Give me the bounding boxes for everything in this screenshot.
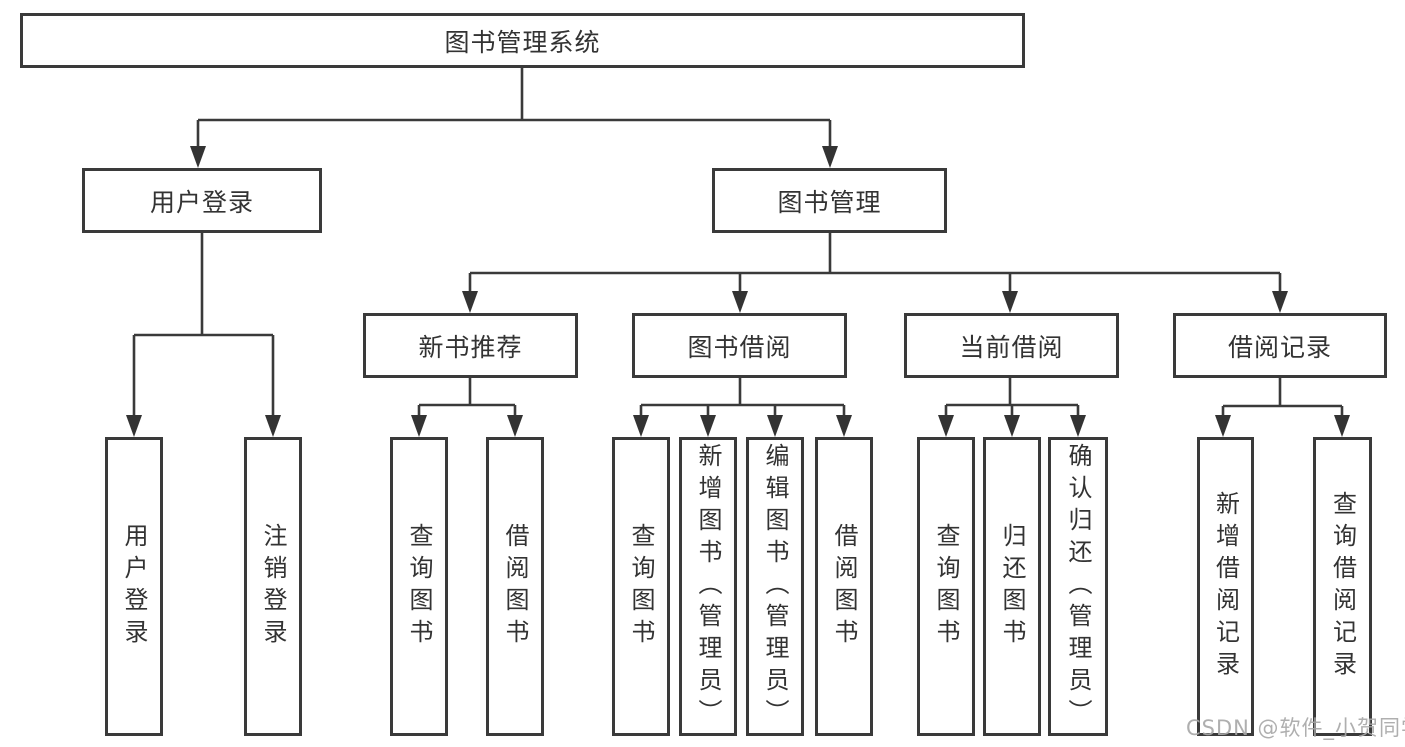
node-label: 借阅图书: [501, 522, 529, 651]
leaf-edit-books-admin: 编辑图书（管理员）: [746, 437, 804, 736]
node-label: 用户登录: [120, 522, 148, 651]
leaf-borrow-books-recommend: 借阅图书: [486, 437, 544, 736]
node-label: 用户登录: [149, 187, 254, 217]
node-current-borrowing: 当前借阅: [904, 313, 1119, 378]
leaf-query-books-recommend: 查询图书: [390, 437, 448, 736]
node-book-management: 图书管理: [712, 168, 947, 233]
node-label: 当前借阅: [959, 332, 1064, 362]
node-label: 查询图书: [932, 522, 960, 651]
leaf-add-books-admin: 新增图书（管理员）: [679, 437, 737, 736]
node-label: 确认归还（管理员）: [1064, 442, 1092, 731]
node-library-management-system: 图书管理系统: [20, 13, 1025, 68]
leaf-borrow-books-borrowing: 借阅图书: [815, 437, 873, 736]
node-label: 图书管理系统: [444, 27, 601, 57]
node-label: 借阅记录: [1227, 332, 1332, 362]
node-label: 新增图书（管理员）: [694, 442, 722, 731]
node-label: 新书推荐: [418, 332, 523, 362]
node-label: 图书借阅: [687, 332, 792, 362]
node-label: 借阅图书: [830, 522, 858, 651]
node-book-borrowing: 图书借阅: [632, 313, 847, 378]
leaf-logout: 注销登录: [244, 437, 302, 736]
leaf-confirm-return-admin: 确认归还（管理员）: [1048, 437, 1108, 736]
node-label: 图书管理: [777, 187, 882, 217]
node-label: 注销登录: [259, 522, 287, 651]
node-label: 新增借阅记录: [1211, 490, 1240, 683]
leaf-return-books: 归还图书: [983, 437, 1041, 736]
node-label: 查询借阅记录: [1328, 490, 1357, 683]
node-borrowing-records: 借阅记录: [1173, 313, 1387, 378]
leaf-add-borrow-record: 新增借阅记录: [1197, 437, 1254, 736]
arrowheads: [126, 146, 1350, 437]
leaf-query-borrow-record: 查询借阅记录: [1313, 437, 1372, 736]
node-user-login: 用户登录: [82, 168, 322, 233]
leaf-user-login: 用户登录: [105, 437, 163, 736]
node-label: 查询图书: [627, 522, 655, 651]
node-label: 查询图书: [405, 522, 433, 651]
leaf-query-books-borrowing: 查询图书: [612, 437, 670, 736]
node-label: 编辑图书（管理员）: [761, 442, 789, 731]
node-label: 归还图书: [998, 522, 1026, 651]
node-new-book-recommend: 新书推荐: [363, 313, 578, 378]
leaf-query-books-current: 查询图书: [917, 437, 975, 736]
